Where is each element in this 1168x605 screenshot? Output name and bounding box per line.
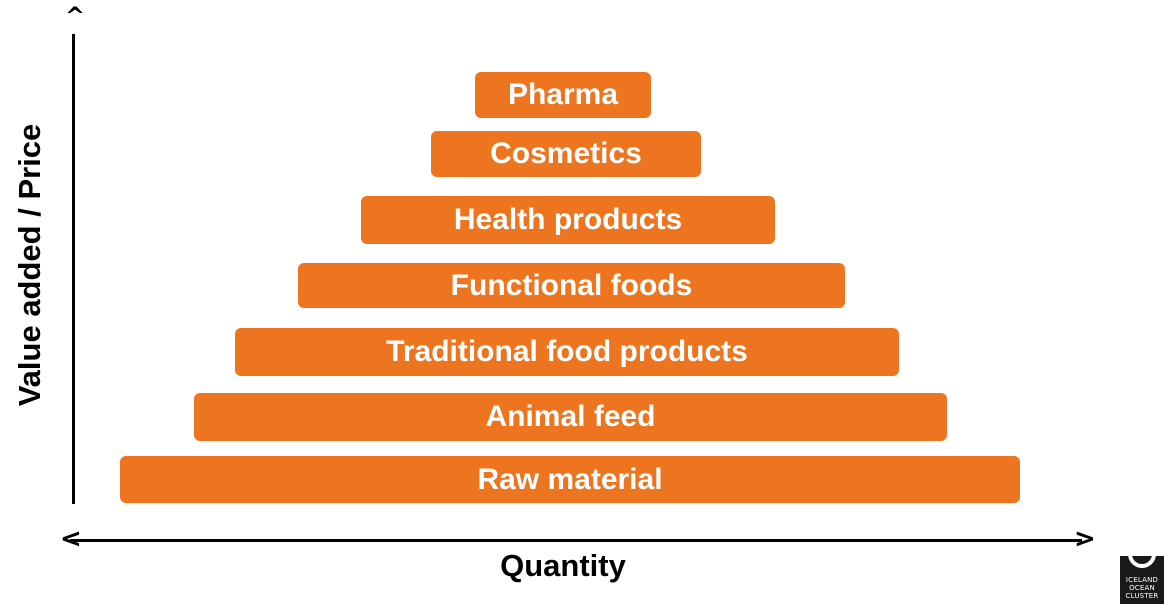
tier-traditional-food-products: Traditional food products	[235, 328, 899, 376]
quantity-axis-line	[70, 539, 1082, 542]
value-axis-line	[72, 34, 75, 504]
tier-cosmetics: Cosmetics	[431, 131, 701, 177]
iceland-ocean-cluster-logo: ICELAND OCEAN CLUSTER	[1120, 556, 1164, 604]
tier-functional-foods: Functional foods	[298, 263, 845, 308]
tier-animal-feed: Animal feed	[194, 393, 947, 441]
value-axis-title: Value added / Price	[12, 123, 47, 407]
quantity-axis-left-arrow: <	[60, 524, 82, 554]
tier-health-products: Health products	[361, 196, 775, 244]
value-axis-arrow: ^	[65, 2, 86, 30]
logo-mark-icon	[1128, 556, 1156, 568]
quantity-axis-right-arrow: >	[1074, 524, 1096, 554]
tier-raw-material: Raw material	[120, 456, 1020, 503]
tier-pharma: Pharma	[475, 72, 651, 118]
quantity-axis-title: Quantity	[500, 548, 626, 583]
logo-text: ICELAND OCEAN CLUSTER	[1125, 576, 1159, 600]
